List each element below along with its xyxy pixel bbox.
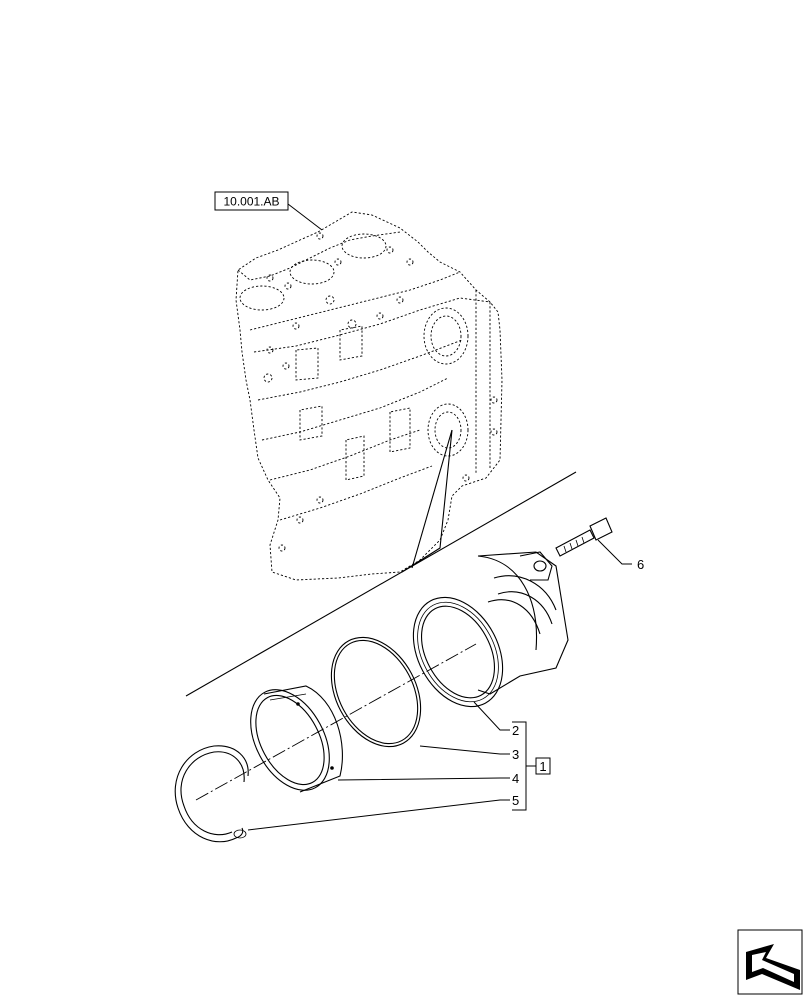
callout-3[interactable]: 3 — [512, 747, 519, 762]
group-label-text: 1 — [539, 759, 546, 774]
leader-line-3 — [419, 745, 510, 755]
leader-line-4 — [337, 777, 510, 781]
group-label[interactable]: 1 — [535, 757, 551, 775]
detail-pointer-inner — [411, 429, 453, 569]
callout-4[interactable]: 4 — [512, 771, 519, 786]
callout-5[interactable]: 5 — [512, 793, 519, 808]
callout-2[interactable]: 2 — [512, 723, 519, 738]
leader-line-5 — [247, 799, 510, 831]
leader-line-2 — [473, 701, 510, 731]
leader-line-6 — [597, 539, 632, 565]
reference-label[interactable]: 10.001.AB — [214, 191, 289, 211]
reference-leader-line — [287, 203, 323, 231]
sleeve-part-4[interactable] — [235, 676, 346, 803]
engine-block-outline — [235, 211, 503, 581]
reference-label-text: 10.001.AB — [223, 195, 279, 209]
screw-part-6[interactable] — [555, 517, 613, 557]
o-ring-part-3[interactable] — [313, 622, 438, 762]
detail-pointer — [401, 429, 453, 573]
seal-housing-part-2[interactable] — [395, 551, 569, 722]
snap-ring-part-5[interactable] — [174, 745, 249, 843]
next-page-arrow-icon[interactable] — [737, 929, 803, 995]
detail-boundary-line — [185, 471, 577, 697]
callout-6[interactable]: 6 — [637, 557, 644, 572]
